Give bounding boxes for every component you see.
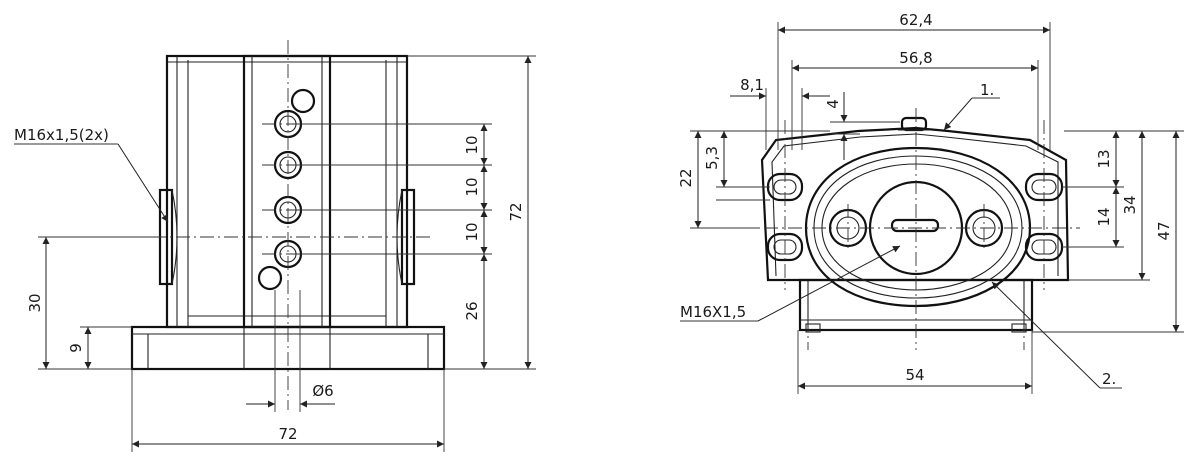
dim-side-right-14: 14 bbox=[1095, 207, 1113, 226]
label-thread-side: M16X1,5 bbox=[680, 303, 746, 321]
callout-2: 2. bbox=[1102, 370, 1116, 388]
dim-front-diameter: Ø6 bbox=[312, 382, 333, 400]
front-body bbox=[165, 54, 409, 329]
dim-front-pitch-2: 10 bbox=[463, 177, 481, 196]
dim-front-base: 9 bbox=[67, 343, 85, 353]
dim-side-bottom: 54 bbox=[905, 366, 924, 384]
front-view: 10 10 10 26 72 30 9 72 Ø6 M16x1,5(2x) bbox=[14, 40, 536, 452]
side-housing bbox=[760, 126, 1070, 282]
dim-side-right-13: 13 bbox=[1095, 149, 1113, 168]
dim-front-pitch-3: 10 bbox=[463, 222, 481, 241]
front-holes bbox=[257, 88, 316, 291]
dim-side-left-22: 22 bbox=[677, 168, 695, 187]
callout-1: 1. bbox=[980, 81, 994, 99]
dim-side-top-outer: 62,4 bbox=[899, 11, 932, 29]
dim-side-left-53: 5,3 bbox=[703, 146, 721, 170]
dim-front-axis-height: 30 bbox=[26, 293, 44, 312]
dim-front-pitch-1: 10 bbox=[463, 135, 481, 154]
dim-side-right-34: 34 bbox=[1121, 195, 1139, 214]
dim-side-small: 8,1 bbox=[740, 76, 764, 94]
dim-side-right-47: 47 bbox=[1155, 221, 1173, 240]
dim-front-lower: 26 bbox=[463, 301, 481, 320]
side-view: 62,4 56,8 8,1 4 22 5,3 13 14 bbox=[677, 11, 1184, 394]
dim-side-top-inner: 56,8 bbox=[899, 49, 932, 67]
side-flange bbox=[804, 146, 1032, 308]
dim-front-width: 72 bbox=[278, 425, 297, 443]
label-thread-front: M16x1,5(2x) bbox=[14, 126, 109, 144]
dim-side-offset: 4 bbox=[824, 99, 842, 109]
dim-front-height: 72 bbox=[507, 202, 525, 221]
